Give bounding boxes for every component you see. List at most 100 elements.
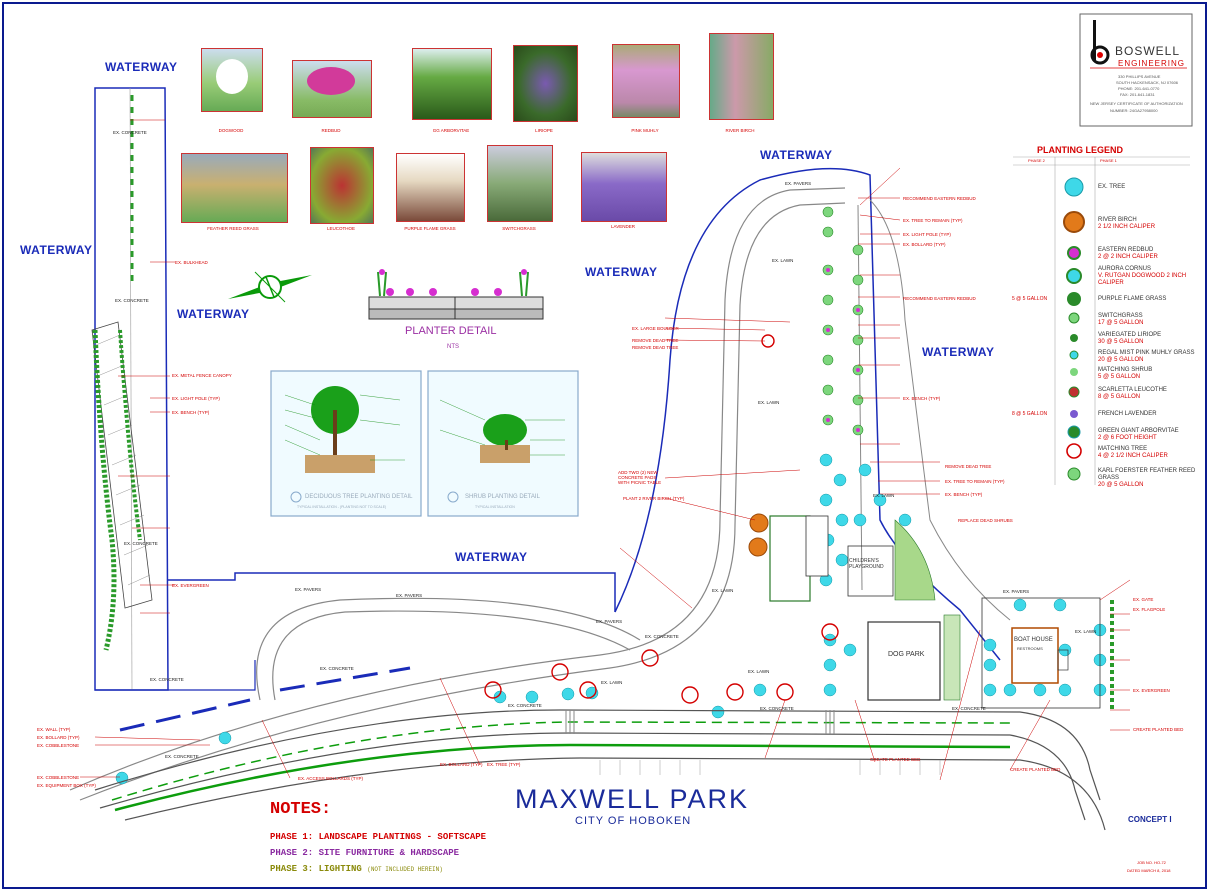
waterway-label: WATERWAY: [455, 550, 528, 564]
map-label: EX. PAVERS: [785, 181, 812, 186]
map-label: EX. CONCRETE: [165, 754, 199, 759]
waterway-label: WATERWAY: [105, 60, 178, 74]
tree-detail-sketch: [305, 386, 375, 473]
callout: EX. EVERGREEN: [172, 583, 209, 588]
map-label: EX. CONCRETE: [952, 706, 986, 711]
photo-redbud: [292, 60, 372, 118]
waterway-label: WATERWAY: [922, 345, 995, 359]
callout: REMOVE DEAD TREE: [945, 464, 992, 469]
legend-symbols: [1063, 177, 1085, 481]
photo-dogwood: [201, 48, 263, 112]
legend-item: FRENCH LAVENDER: [1098, 411, 1157, 417]
callout: EX. BENCH (TYP): [945, 492, 983, 497]
legend-phase2-a: 5 @ 5 GALLON: [1012, 296, 1048, 302]
tree-detail-sub: TYPICAL INSTALLATION - (PLANTING NOT TO …: [297, 505, 387, 509]
job-date: DATED MARCH 8, 2018: [1127, 868, 1171, 873]
callout: EX. BENCH (TYP): [903, 396, 941, 401]
callout: REPLACE DEAD SHRUBS: [958, 518, 1013, 523]
dog-park-label: DOG PARK: [888, 651, 925, 658]
photo-caption: RIVER BIRCH: [725, 128, 755, 133]
callout: ADD TWO (2) NEW CONCRETE PADS WITH PICNI…: [618, 470, 662, 485]
photo-caption: LIRIOPE: [535, 128, 553, 133]
planter-detail-scale: NTS: [447, 344, 459, 350]
map-label: EX. PAVERS: [396, 593, 423, 598]
park-title: MAXWELL PARK: [515, 784, 750, 814]
photo-caption: LAVENDER: [611, 224, 635, 229]
boswell-logo: [1090, 20, 1110, 65]
planter-detail-drawing: [368, 269, 544, 320]
photo-liriope: [513, 45, 578, 122]
tree-detail-title: DECIDUOUS TREE PLANTING DETAIL: [305, 494, 413, 500]
map-label: EX. LAWN: [873, 493, 895, 498]
title-block: [1079, 13, 1193, 127]
callout: EX. FLAGPOLE: [1133, 607, 1166, 612]
callout: EX. TREE (TYP): [487, 762, 521, 767]
map-label: EX. LAWN: [772, 258, 794, 263]
concept-label: CONCEPT I: [1128, 815, 1172, 824]
shrub-detail-title: SHRUB PLANTING DETAIL: [465, 494, 540, 500]
firm-name: BOSWELL: [1115, 44, 1181, 58]
callout: EX. GATE: [1133, 597, 1154, 602]
metal-fence-canopy: [91, 321, 153, 609]
legend-col1: PHASE 2: [1028, 158, 1045, 163]
dog-park: [867, 621, 941, 701]
callout: REMOVE DEAD TREE: [632, 338, 679, 343]
firm-cert1: NEW JERSEY CERTIFICATE OF AUTHORIZATION: [1090, 101, 1183, 106]
callout: EX. BENCH (TYP): [172, 410, 210, 415]
callout: CREATE PLANTED BED: [870, 757, 921, 762]
restrooms-label: RESTROOMS: [1017, 646, 1043, 651]
notes-phase3: PHASE 3: LIGHTING (NOT INCLUDED HEREIN): [270, 864, 443, 874]
legend-phase2-b: 8 @ 5 GALLON: [1012, 411, 1048, 417]
callout: REMOVE DEAD TREE: [632, 345, 679, 350]
map-label: EX. LAWN: [1075, 629, 1097, 634]
legend-col2: PHASE 1: [1100, 158, 1117, 163]
legend-title: PLANTING LEGEND: [1037, 145, 1124, 155]
map-label: EX. LAWN: [748, 669, 770, 674]
notes-title: NOTES:: [270, 800, 332, 819]
photo-purple-flame: [396, 153, 465, 222]
childrens-label: CHILDREN'S PLAYGROUND: [849, 558, 884, 570]
callout: EX. BULKHEAD: [175, 260, 208, 265]
matching-trees: [484, 334, 839, 704]
map-label: EX. CONCRETE: [645, 634, 679, 639]
photo-river-birch: [709, 33, 774, 120]
callout: PLANT 2 RIVER BIRCH (TYP): [623, 496, 685, 501]
photo-caption: LEUCOTHOE: [326, 226, 355, 231]
childrens-playground: [769, 515, 811, 602]
park-city: CITY OF HOBOKEN: [575, 815, 692, 827]
map-label: EX. CONCRETE: [115, 298, 149, 303]
callout: EX. COBBLESTONE: [37, 775, 80, 780]
callout: EX. LIGHT POLE (TYP): [172, 396, 220, 401]
legend-item: PURPLE FLAME GRASS: [1098, 296, 1167, 302]
boat-house-label: BOAT HOUSE: [1014, 637, 1053, 643]
map-label: EX. PAVERS: [1003, 589, 1030, 594]
map-label: EX. CONCRETE: [124, 541, 158, 546]
waterway-label: WATERWAY: [585, 265, 658, 279]
map-label: EX. CONCRETE: [760, 706, 794, 711]
map-label: EX. LAWN: [758, 400, 780, 405]
callout: EX. COBBLESTONE: [37, 743, 80, 748]
firm-address2: SOUTH HACKENSACK, NJ 07606: [1116, 80, 1179, 85]
map-label: EX. PAVERS: [596, 619, 623, 624]
callout: EX. BOLLARD (TYP): [903, 242, 946, 247]
waterway-label: WATERWAY: [20, 243, 93, 257]
photo-lavender: [581, 152, 667, 222]
waterway-label: WATERWAY: [177, 307, 250, 321]
legend-frame: [1013, 156, 1190, 485]
notes-phase2: PHASE 2: SITE FURNITURE & HARDSCAPE: [270, 848, 460, 858]
callout: EX. BOLLARD (TYP): [440, 762, 483, 767]
callout: RECOMMEND EASTERN REDBUD: [903, 296, 976, 301]
firm-phone: PHONE: 201-641-0770: [1118, 86, 1160, 91]
callout: EX. EQUIPMENT BOX (TYP): [37, 783, 96, 788]
photo-caption: GG ARBORVITAE: [432, 128, 470, 133]
photo-pink-muhly: [612, 44, 680, 118]
map-label: EX. CONCRETE: [150, 677, 184, 682]
callout: EX. BOLLARD (TYP): [37, 735, 80, 740]
